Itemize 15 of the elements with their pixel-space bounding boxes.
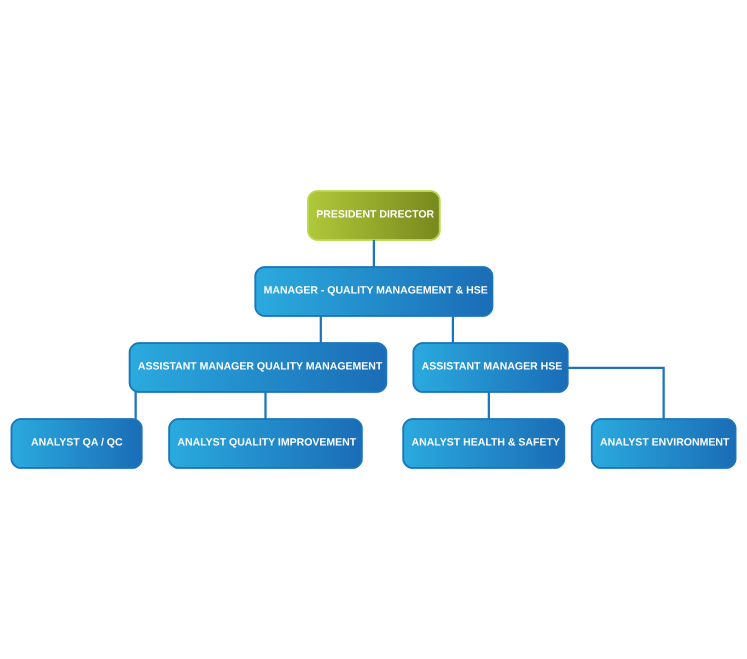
node-box: ASSISTANT MANAGER HSE [412, 342, 569, 393]
connector [264, 392, 267, 419]
connector [134, 392, 137, 419]
node-box: ANALYST HEALTH & SAFETY [402, 418, 566, 469]
connector [320, 316, 322, 343]
connector [372, 240, 375, 267]
connector [452, 316, 454, 343]
connector [488, 392, 490, 419]
connector [568, 366, 665, 419]
node-box: ANALYST QA / QC [10, 418, 143, 469]
node-box: ANALYST QUALITY IMPROVEMENT [168, 418, 363, 469]
node-box: PRESIDENT DIRECTOR [307, 190, 441, 241]
node-box: MANAGER - QUALITY MANAGEMENT & HSE [254, 266, 494, 317]
node-box: ASSISTANT MANAGER QUALITY MANAGEMENT [128, 342, 388, 393]
node-box: ANALYST ENVIRONMENT [590, 418, 736, 469]
